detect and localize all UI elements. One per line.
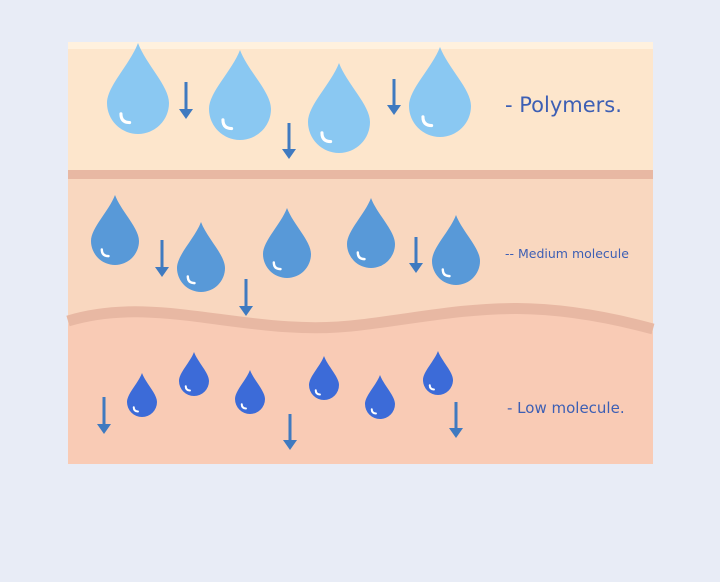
down-arrow-icon: [387, 79, 401, 115]
drop-highlight: [119, 112, 132, 125]
down-arrow-icon: [239, 279, 253, 316]
water-drop-icon: [309, 356, 339, 400]
drop-highlight: [100, 248, 110, 258]
polymers-label: - Polymers.: [505, 93, 622, 117]
down-arrow-icon: [449, 402, 463, 438]
down-arrow-icon: [283, 414, 297, 450]
drop-highlight: [428, 384, 435, 391]
drop-highlight: [421, 115, 434, 128]
down-arrow-icon: [155, 240, 169, 277]
medium-molecule-label: -- Medium molecule: [505, 246, 629, 261]
water-drop-icon: [347, 198, 395, 268]
water-drop-icon: [263, 208, 311, 278]
drop-highlight: [441, 268, 451, 278]
water-drop-icon: [432, 215, 480, 285]
drop-highlight: [320, 131, 333, 144]
water-drop-icon: [91, 195, 139, 265]
water-drop-icon: [365, 375, 395, 419]
drop-highlight: [184, 385, 191, 392]
drop-highlight: [272, 261, 282, 271]
water-drop-icon: [209, 50, 271, 140]
down-arrow-icon: [282, 123, 296, 159]
drop-highlight: [186, 275, 196, 285]
drop-highlight: [370, 408, 377, 415]
drop-highlight: [221, 118, 234, 131]
water-drop-icon: [235, 370, 265, 414]
down-arrow-icon: [97, 397, 111, 434]
drop-highlight: [240, 403, 247, 410]
drop-highlight: [314, 389, 321, 396]
water-drop-icon: [409, 47, 471, 137]
top-highlight: [68, 42, 653, 49]
down-arrow-icon: [409, 237, 423, 273]
low-molecule-layer: [68, 311, 653, 464]
water-drop-icon: [127, 373, 157, 417]
water-drop-icon: [107, 43, 169, 134]
water-drop-icon: [179, 352, 209, 396]
water-drop-icon: [308, 63, 370, 153]
water-drop-icon: [423, 351, 453, 395]
layer-divider-wave: [66, 303, 655, 335]
down-arrow-icon: [179, 82, 193, 119]
water-drop-icon: [177, 222, 225, 292]
low-molecule-label: - Low molecule.: [507, 399, 625, 417]
layer-divider-top: [68, 170, 653, 179]
drop-highlight: [132, 406, 139, 413]
drop-highlight: [356, 251, 366, 261]
